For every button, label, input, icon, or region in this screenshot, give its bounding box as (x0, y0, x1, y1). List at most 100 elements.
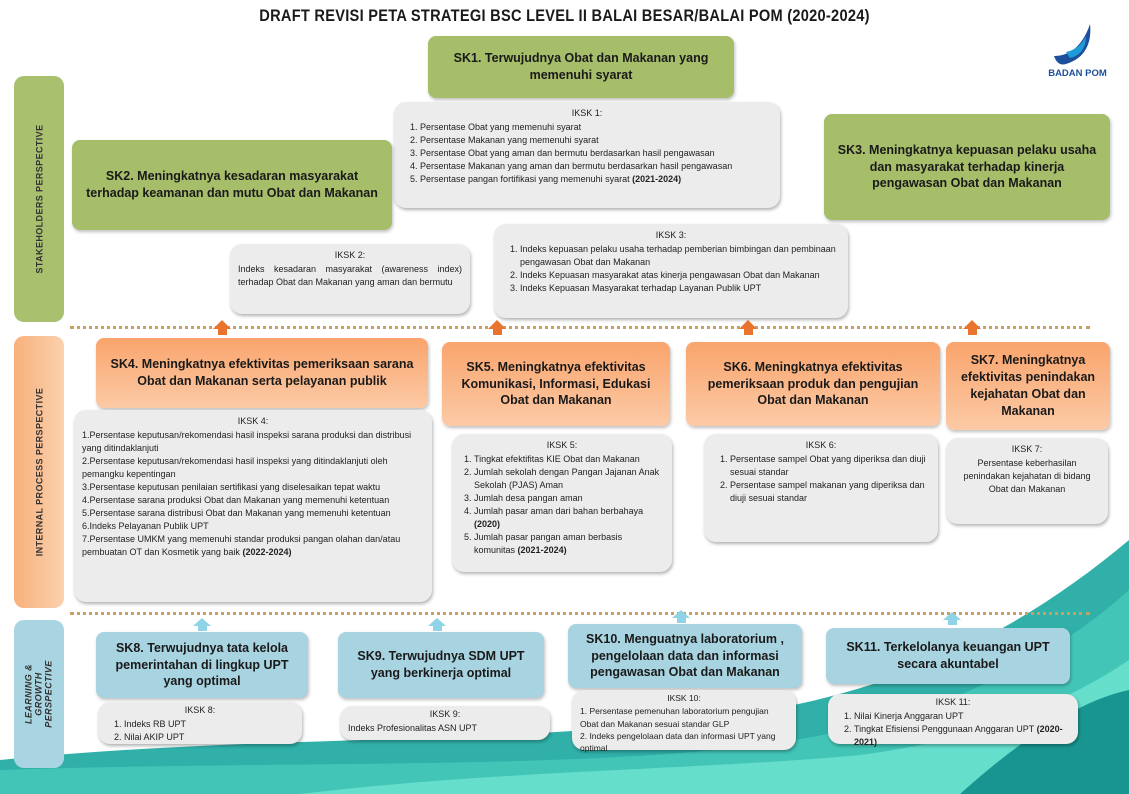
iksk4-item: 7.Persentase UMKM yang memenuhi standar … (82, 533, 424, 559)
iksk5-item: Jumlah desa pangan aman (474, 492, 664, 505)
stakeholders-perspective-bar: STAKEHOLDERS PERSPECTIVE (14, 76, 64, 322)
sk9-title: SK9. Terwujudnya SDM UPT yang berkinerja… (357, 649, 525, 680)
sk3-goal-box: SK3. Meningkatnya kepuasan pelaku usaha … (824, 114, 1110, 220)
iksk4-item-7-text: 7.Persentase UMKM yang memenuhi standar … (82, 534, 401, 558)
iksk3-item: Indeks Kepuasan masyarakat atas kinerja … (520, 269, 840, 282)
iksk4-item: 5.Persentase sarana distribusi Obat dan … (82, 508, 391, 519)
iksk1-list: Persentase Obat yang memenuhi syarat Per… (402, 121, 772, 186)
iksk1-title: IKSK 1: (571, 108, 603, 118)
sk11-title: SK11. Terkelolanya keuangan UPT secara a… (846, 640, 1050, 671)
iksk7-title: IKSK 7: (1011, 444, 1043, 454)
iksk2-text: Indeks kesadaran masyarakat (awareness i… (238, 264, 462, 288)
iksk7-indicator-box: IKSK 7: Persentase keberhasilan penindak… (946, 438, 1108, 524)
iksk4-item: 2.Persentase keputusan/rekomendasi hasil… (82, 456, 388, 480)
arrow-up-sk8 (193, 618, 211, 631)
iksk11-item-2-period: (2020-2021) (854, 724, 1063, 748)
iksk1-item: Persentase Obat yang aman dan bermutu be… (420, 147, 772, 160)
internal-process-perspective-label: INTERNAL PROCESS PERSPECTIVE (34, 387, 45, 557)
iksk1-item-5-period: (2021-2024) (632, 174, 682, 185)
iksk4-item: 6.Indeks Pelayanan Publik UPT (82, 521, 209, 532)
sk7-title: SK7. Meningkatnya efektivitas penindakan… (960, 353, 1096, 418)
iksk9-title: IKSK 9: (429, 709, 461, 719)
iksk1-item: Persentase Makanan yang aman dan bermutu… (420, 160, 772, 173)
arrow-up-sk11 (943, 612, 961, 625)
sk4-title: SK4. Meningkatnya efektivitas pemeriksaa… (110, 357, 414, 388)
iksk3-item: Indeks kepuasan pelaku usaha terhadap pe… (520, 243, 840, 269)
sk8-goal-box: SK8. Terwujudnya tata kelola pemerintaha… (96, 632, 308, 698)
iksk4-item: 1.Persentase keputusan/rekomendasi hasil… (82, 430, 412, 454)
iksk1-item: Persentase Makanan yang memenuhi syarat (420, 134, 772, 147)
iksk5-item: Jumlah sekolah dengan Pangan Jajanan Ana… (474, 466, 664, 492)
iksk11-indicator-box: IKSK 11: Nilai Kinerja Anggaran UPT Ting… (828, 694, 1078, 747)
iksk11-title: IKSK 11: (935, 697, 971, 707)
iksk2-indicator-box: IKSK 2: Indeks kesadaran masyarakat (awa… (230, 244, 470, 314)
iksk8-indicator-box: IKSK 8: Indeks RB UPT Nilai AKIP UPT (98, 702, 302, 744)
sk8-title: SK8. Terwujudnya tata kelola pemerintaha… (115, 640, 289, 689)
iksk5-indicator-box: IKSK 5: Tingkat efektifitas KIE Obat dan… (452, 434, 672, 572)
iksk6-item: Persentase sampel makanan yang diperiksa… (730, 479, 930, 505)
iksk1-indicator-box: IKSK 1: Persentase Obat yang memenuhi sy… (394, 102, 780, 208)
sk2-title: SK2. Meningkatnya kesadaran masyarakat t… (86, 169, 378, 200)
iksk11-item: Nilai Kinerja Anggaran UPT (854, 710, 1070, 723)
iksk10-item: 2. Indeks pengelolaan data dan informasi… (580, 730, 776, 754)
sk7-goal-box: SK7. Meningkatnya efektivitas penindakan… (946, 342, 1110, 430)
sk4-goal-box: SK4. Meningkatnya efektivitas pemeriksaa… (96, 338, 428, 408)
iksk3-item: Indeks Kepuasan Masyarakat terhadap Laya… (520, 282, 840, 295)
iksk10-title: IKSK 10: (667, 693, 701, 703)
arrow-up-sk10 (672, 610, 690, 623)
iksk5-item: Jumlah pasar pangan aman berbasis komuni… (474, 531, 664, 557)
sk11-goal-box: SK11. Terkelolanya keuangan UPT secara a… (826, 628, 1070, 684)
iksk5-list: Tingkat efektifitas KIE Obat dan Makanan… (460, 453, 664, 557)
arrow-up-sk4 (213, 320, 231, 335)
arrow-up-sk5 (488, 320, 506, 335)
iksk8-item: Nilai AKIP UPT (124, 731, 294, 744)
iksk8-list: Indeks RB UPT Nilai AKIP UPT (106, 718, 294, 744)
iksk11-item-2-text: Tingkat Efisiensi Penggunaan Anggaran UP… (854, 724, 1035, 735)
sk2-goal-box: SK2. Meningkatnya kesadaran masyarakat t… (72, 140, 392, 230)
iksk7-text: Persentase keberhasilan penindakan kejah… (963, 458, 1091, 495)
iksk10-item: 1. Persentase pemenuhan laboratorium pen… (580, 706, 769, 729)
iksk5-item: Jumlah pasar aman dari bahan berbahaya (… (474, 505, 664, 531)
sk10-goal-box: SK10. Menguatnya laboratorium , pengelol… (568, 624, 802, 688)
sk10-title: SK10. Menguatnya laboratorium , pengelol… (586, 631, 784, 680)
iksk4-item-7-period: (2022-2024) (242, 547, 292, 558)
stakeholders-perspective-label: STAKEHOLDERS PERSPECTIVE (34, 124, 44, 274)
iksk4-item: 4.Persentase sarana produksi Obat dan Ma… (82, 495, 390, 506)
sk3-title: SK3. Meningkatnya kepuasan pelaku usaha … (837, 142, 1097, 191)
arrow-up-sk9 (428, 618, 446, 631)
iksk5-item: Tingkat efektifitas KIE Obat dan Makanan (474, 453, 664, 466)
iksk8-item: Indeks RB UPT (124, 718, 294, 731)
iksk6-indicator-box: IKSK 6: Persentase sampel Obat yang dipe… (704, 434, 938, 542)
iksk4-title: IKSK 4: (237, 416, 269, 426)
iksk5-item-4-text: Jumlah pasar aman dari bahan berbahaya (474, 506, 644, 517)
logo: BADAN POM (1040, 22, 1115, 84)
iksk6-title: IKSK 6: (805, 440, 837, 450)
internal-process-perspective-bar: INTERNAL PROCESS PERSPECTIVE (14, 336, 64, 608)
iksk4-list: 1.Persentase keputusan/rekomendasi hasil… (82, 429, 424, 559)
iksk6-list: Persentase sampel Obat yang diperiksa da… (712, 453, 930, 505)
iksk4-indicator-box: IKSK 4: 1.Persentase keputusan/rekomenda… (74, 410, 432, 602)
arrow-up-sk6 (739, 320, 757, 335)
iksk9-indicator-box: IKSK 9: Indeks Profesionalitas ASN UPT (340, 706, 550, 740)
iksk1-item: Persentase Obat yang memenuhi syarat (420, 121, 772, 134)
iksk1-item-5-text: Persentase pangan fortifikasi yang memen… (420, 174, 630, 185)
iksk10-list: 1. Persentase pemenuhan laboratorium pen… (580, 705, 788, 754)
iksk3-indicator-box: IKSK 3: Indeks kepuasan pelaku usaha ter… (494, 224, 848, 318)
iksk10-indicator-box: IKSK 10: 1. Persentase pemenuhan laborat… (572, 690, 796, 753)
iksk4-item: 3.Persentase keputusan penilaian sertifi… (82, 482, 381, 493)
iksk9-text: Indeks Profesionalitas ASN UPT (348, 723, 478, 734)
iksk11-list: Nilai Kinerja Anggaran UPT Tingkat Efisi… (836, 710, 1070, 749)
iksk5-title: IKSK 5: (546, 440, 578, 450)
iksk5-item-4-period: (2020) (474, 519, 501, 530)
iksk8-title: IKSK 8: (184, 705, 216, 715)
learning-growth-perspective-label: LEARNING & GROWTH PERSPECTIVE (24, 660, 55, 728)
sk1-title: SK1. Terwujudnya Obat dan Makanan yang m… (453, 51, 709, 82)
page-title: DRAFT REVISI PETA STRATEGI BSC LEVEL II … (259, 6, 870, 25)
sk6-goal-box: SK6. Meningkatnya efektivitas pemeriksaa… (686, 342, 940, 426)
arrow-up-sk7 (963, 320, 981, 335)
sk1-goal-box: SK1. Terwujudnya Obat dan Makanan yang m… (428, 36, 734, 98)
iksk3-list: Indeks kepuasan pelaku usaha terhadap pe… (502, 243, 840, 295)
iksk5-item-5-text: Jumlah pasar pangan aman berbasis komuni… (474, 532, 623, 556)
sk5-title: SK5. Meningkatnya efektivitas Komunikasi… (461, 359, 651, 408)
sk6-title: SK6. Meningkatnya efektivitas pemeriksaa… (707, 359, 919, 408)
